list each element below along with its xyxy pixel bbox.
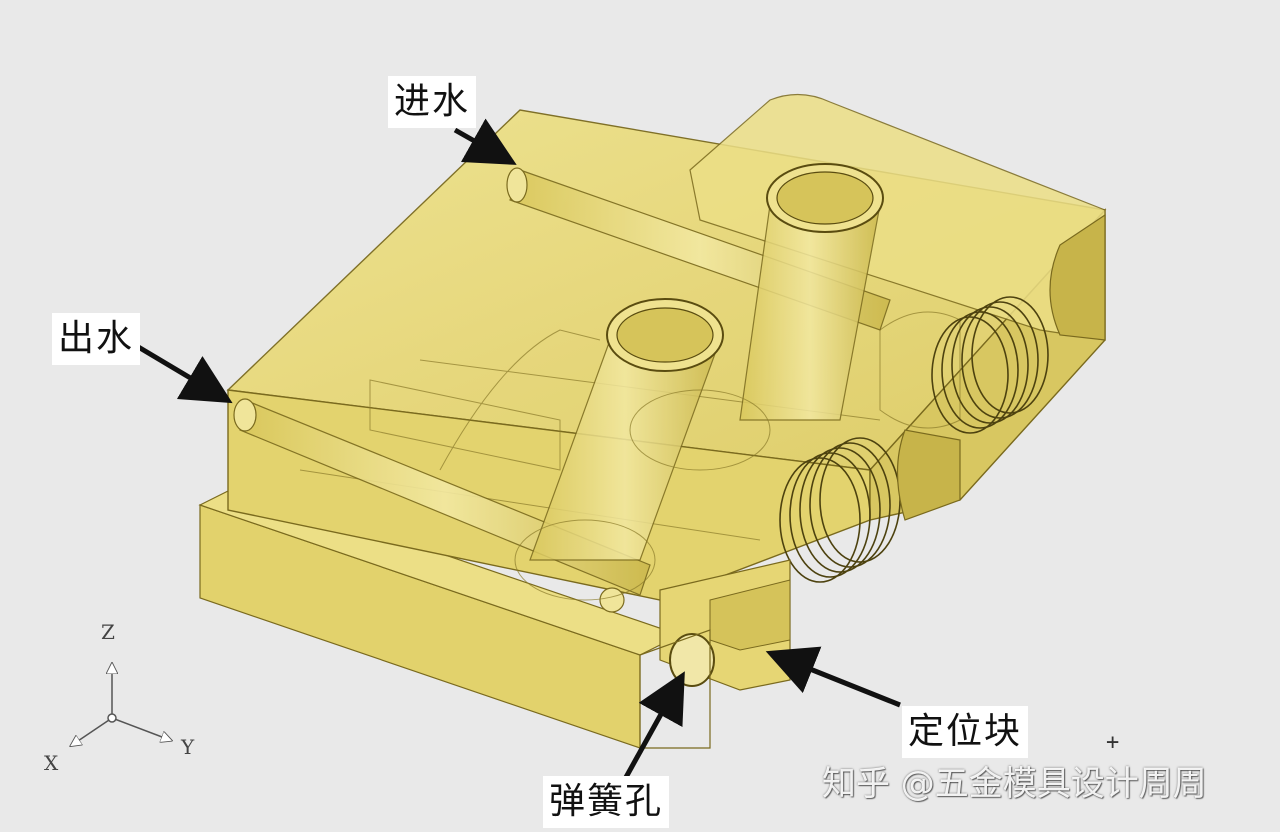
crosshair-icon: + bbox=[1106, 730, 1120, 755]
angled-bore-lower bbox=[514, 298, 771, 601]
spring-lower bbox=[779, 437, 901, 583]
spring-upper bbox=[931, 296, 1049, 434]
spring-hole-label: 弹簧孔 bbox=[543, 776, 670, 828]
water-in-arrow bbox=[453, 118, 517, 165]
axis-triad bbox=[72, 665, 170, 745]
locating-block-arrow bbox=[765, 646, 901, 708]
water-out-label: 出水 bbox=[52, 313, 141, 365]
locating-block-label: 定位块 bbox=[902, 706, 1029, 758]
axis-y-label: Y bbox=[181, 735, 195, 759]
axis-z-label: Z bbox=[101, 620, 115, 644]
right-cutout bbox=[896, 213, 1106, 521]
angled-bore-upper bbox=[739, 163, 884, 421]
watermark: 知乎 @五金模具设计周周 bbox=[822, 764, 1207, 804]
water-in-label: 进水 bbox=[388, 76, 477, 128]
water-out-arrow bbox=[133, 342, 233, 404]
axis-x-label: X bbox=[44, 751, 59, 775]
spring-hole-arrow bbox=[617, 671, 685, 790]
